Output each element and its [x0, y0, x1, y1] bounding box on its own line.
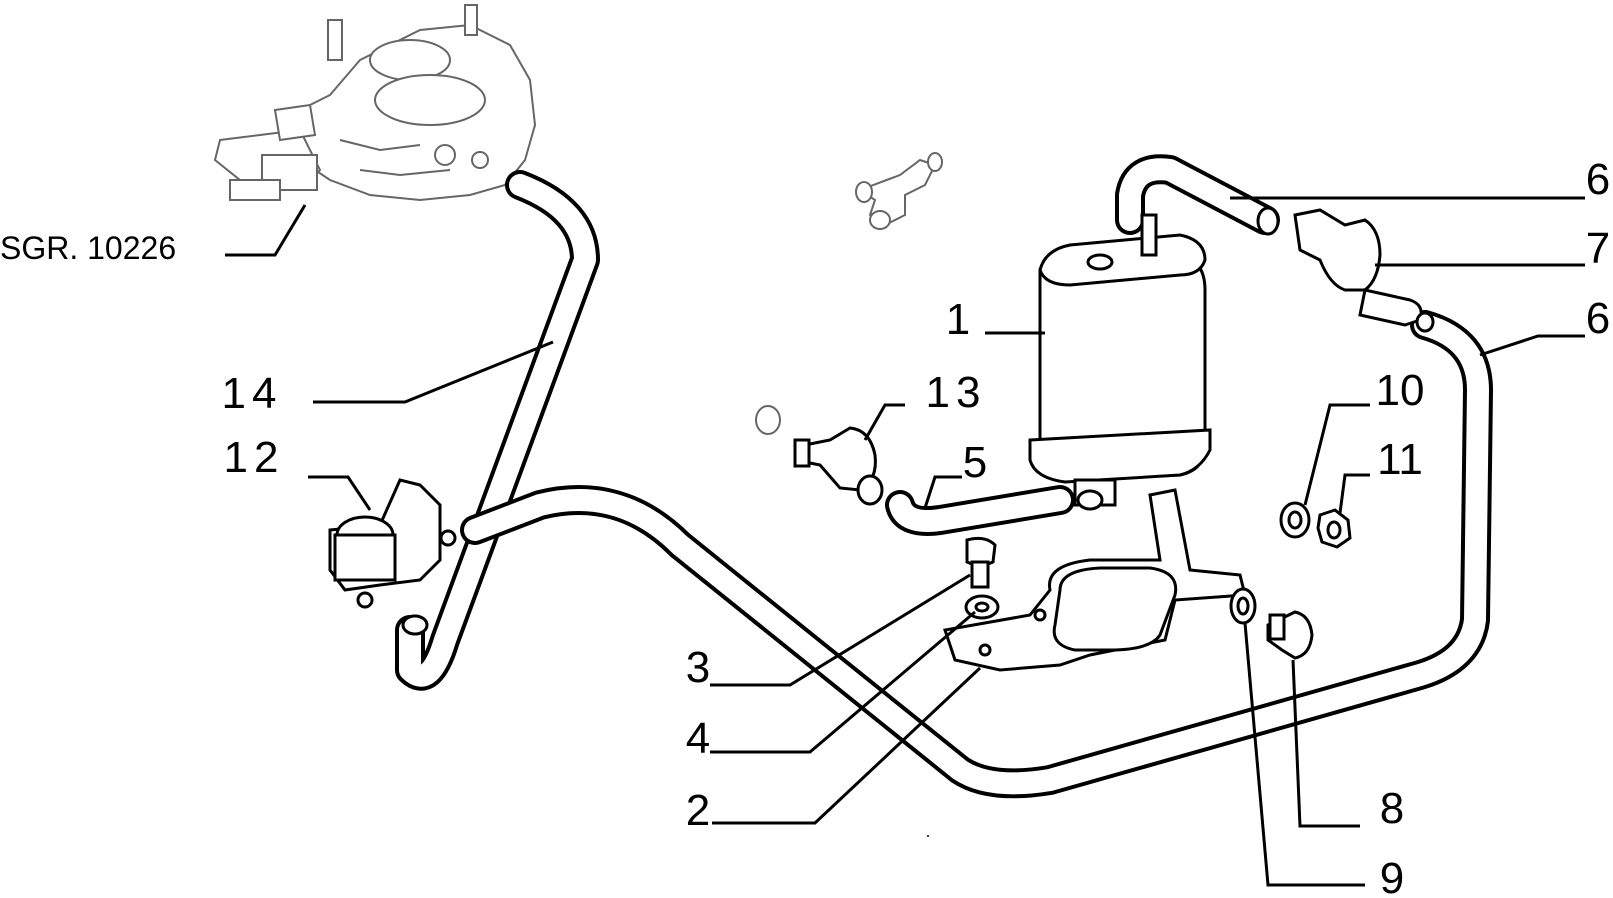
callout-1: 1	[946, 295, 970, 344]
callout-9: 9	[1380, 854, 1404, 898]
leader-ref	[225, 204, 307, 257]
leader-4	[710, 610, 976, 754]
leader-6b	[1479, 334, 1585, 357]
leader-13	[863, 403, 905, 441]
leader-11	[1338, 473, 1370, 514]
leader-lines	[225, 196, 1585, 887]
solenoid-valve-12	[328, 478, 457, 636]
callout-6-top: 6	[1586, 155, 1610, 204]
bracket	[943, 488, 1247, 672]
leader-10	[1303, 403, 1370, 506]
leader-3	[710, 573, 971, 687]
washer-9	[1229, 587, 1257, 625]
callout-4: 4	[686, 714, 710, 763]
callout-12: 12	[224, 433, 285, 482]
callout-3: 3	[686, 643, 710, 692]
leader-12	[308, 475, 372, 511]
hose-5	[885, 485, 1075, 536]
callout-5: 5	[963, 438, 987, 487]
stray-dot	[927, 835, 929, 837]
leader-8	[1291, 659, 1360, 828]
carbon-canister	[1028, 213, 1212, 511]
valve-7	[1293, 208, 1435, 333]
hose-14	[395, 170, 600, 691]
nut-11	[1316, 508, 1352, 549]
carburettor-illustration	[213, 4, 537, 202]
callout-13: 13	[926, 368, 987, 417]
callout-10: 10	[1376, 366, 1425, 415]
reference-label: SGR. 10226	[0, 230, 176, 266]
callout-11: 11	[1377, 435, 1423, 484]
leader-9	[1243, 622, 1365, 887]
callout-7: 7	[1586, 224, 1610, 273]
leader-2	[712, 666, 982, 825]
washer-10	[1279, 501, 1311, 539]
screw-8	[1266, 610, 1314, 660]
leader-5	[923, 475, 962, 509]
check-valve-13	[793, 426, 884, 506]
callout-2: 2	[686, 786, 710, 835]
callout-6-bottom: 6	[1586, 294, 1610, 343]
callout-14: 14	[222, 369, 283, 418]
leader-14	[313, 340, 554, 404]
t-fitting-illustration	[855, 152, 943, 230]
hose-6-top	[1115, 154, 1280, 236]
hose-long	[460, 310, 1493, 799]
ghost-hose-illustration	[666, 232, 793, 435]
screw-3	[965, 536, 997, 589]
callout-8: 8	[1380, 784, 1404, 833]
